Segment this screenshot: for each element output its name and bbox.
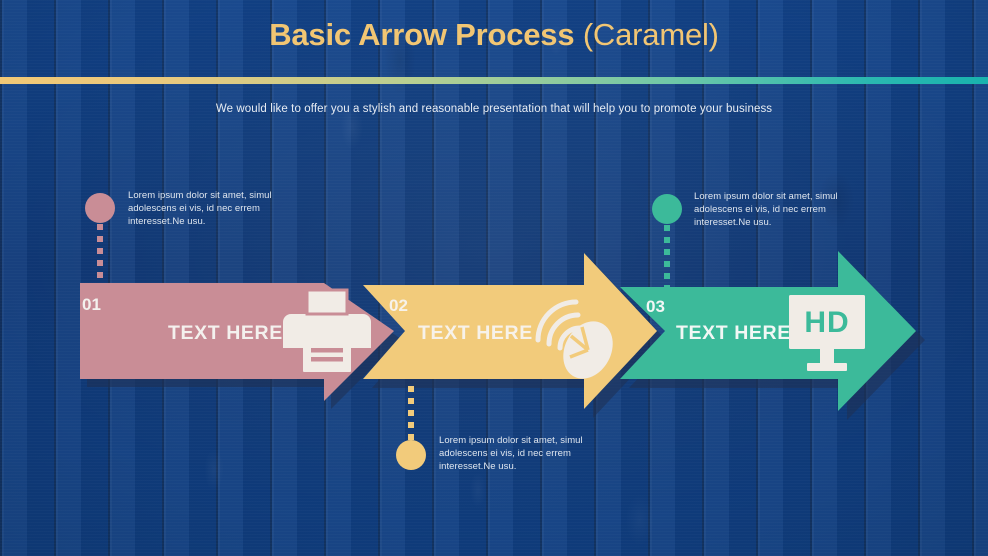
callout-2-dot[interactable] [396, 440, 426, 470]
callout-2-text: Lorem ipsum dolor sit amet, simul adoles… [439, 435, 583, 473]
callout-3-dot[interactable] [652, 194, 682, 224]
step-1-arrow[interactable]: 01 TEXT HERE [80, 283, 401, 409]
step-3-label: TEXT HERE [676, 322, 791, 344]
callout-1-dotted-line [97, 224, 103, 286]
page-title: Basic Arrow Process (Caramel) [0, 16, 988, 54]
step-1-label: TEXT HERE [168, 322, 283, 344]
step-3-number: 03 [646, 297, 665, 316]
step-2-arrow[interactable]: 02 TEXT HERE [363, 253, 666, 418]
page-title-regular: (Caramel) [582, 17, 719, 52]
callout-3-dotted-line [664, 225, 670, 288]
step-3-arrow[interactable]: 03 TEXT HERE [620, 251, 925, 420]
callout-3-text: Lorem ipsum dolor sit amet, simul adoles… [694, 191, 838, 229]
callout-2-dotted-line [408, 386, 414, 444]
page-subtitle: We would like to offer you a stylish and… [215, 103, 773, 115]
step-1-number: 01 [82, 295, 101, 314]
callout-1-dot[interactable] [85, 193, 115, 223]
step-2-label: TEXT HERE [418, 322, 533, 344]
page-title-bold: Basic Arrow Process [269, 17, 575, 52]
callout-1-text: Lorem ipsum dolor sit amet, simul adoles… [128, 190, 272, 228]
step-2-number: 02 [389, 296, 408, 315]
step-3-arrow-shape [620, 251, 916, 411]
gradient-divider [0, 77, 988, 84]
